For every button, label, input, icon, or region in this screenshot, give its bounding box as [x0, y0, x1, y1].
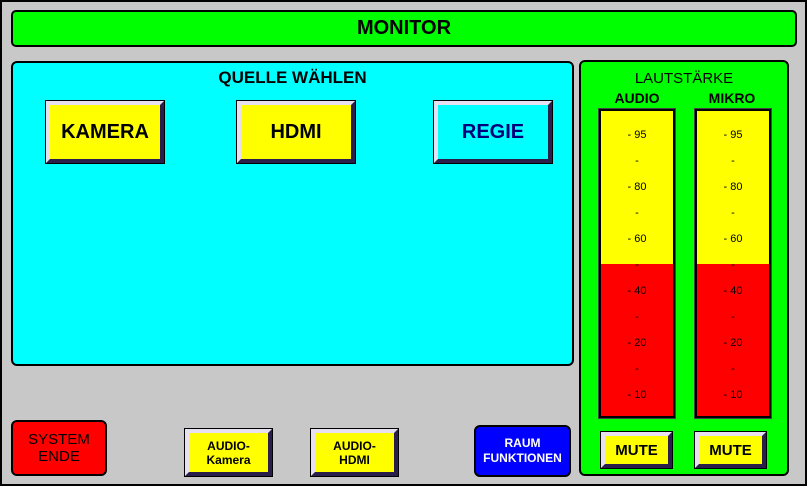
system-end-label: SYSTEM ENDE [28, 431, 90, 465]
mikro-channel-label: MIKRO [708, 90, 756, 106]
audio-hdmi-button[interactable]: AUDIO- HDMI [310, 428, 399, 477]
meter-tick-label: - 95 [723, 129, 743, 141]
meter-tick-label: - [731, 363, 735, 375]
volume-panel: LAUTSTÄRKE AUDIO MIKRO - 95-- 80-- 60-- … [579, 60, 789, 476]
meter-tick-label: - [635, 363, 639, 375]
source-heading: QUELLE WÄHLEN [218, 68, 367, 87]
meter-tick-label: - 10 [723, 389, 743, 401]
mikro-mute-button[interactable]: MUTE [694, 431, 767, 469]
source-kamera-button[interactable]: KAMERA [45, 100, 165, 164]
meter-red-zone [697, 263, 769, 416]
audio-hdmi-label: AUDIO- HDMI [333, 438, 376, 467]
meter-tick-label: - [731, 259, 735, 271]
raum-funktionen-button[interactable]: RAUM FUNKTIONEN [474, 425, 571, 477]
audio-kamera-button[interactable]: AUDIO- Kamera [184, 428, 273, 477]
meter-tick-label: - [731, 311, 735, 323]
source-hdmi-button[interactable]: HDMI [236, 100, 356, 164]
meter-tick-label: - 40 [627, 285, 647, 297]
source-regie-button[interactable]: REGIE [433, 100, 553, 164]
meter-tick-label: - 20 [723, 337, 743, 349]
meter-tick-label: - 20 [627, 337, 647, 349]
meter-yellow-zone [697, 111, 769, 264]
meter-tick-label: - [731, 155, 735, 167]
mikro-level-meter[interactable]: - 95 - - 80 - - 60 - - 40 - - 20 - - 10 [694, 108, 772, 419]
audio-level-meter[interactable]: - 95 - - 80 - - 60 - - 40 - - 20 - - 10 [598, 108, 676, 419]
raum-funktionen-label: RAUM FUNKTIONEN [483, 436, 562, 465]
page-title: MONITOR [11, 10, 797, 47]
audio-kamera-label: AUDIO- Kamera [206, 438, 251, 467]
meter-tick-label: - [731, 207, 735, 219]
meter-tick-label: - 60 [627, 233, 647, 245]
meter-tick-label: - 60 [723, 233, 743, 245]
meter-yellow-zone [601, 111, 673, 264]
meter-tick-label: - [635, 207, 639, 219]
meter-tick-label: - 95 [627, 129, 647, 141]
meter-tick-label: - 80 [723, 181, 743, 193]
audio-mute-button[interactable]: MUTE [600, 431, 673, 469]
meter-tick-label: - 40 [723, 285, 743, 297]
source-panel: QUELLE WÄHLEN KAMERA HDMI REGIE [11, 61, 574, 366]
audio-channel-label: AUDIO [614, 90, 660, 106]
meter-tick-label: - [635, 259, 639, 271]
meter-tick-label: - 80 [627, 181, 647, 193]
meter-red-zone [601, 263, 673, 416]
system-end-button[interactable]: SYSTEM ENDE [11, 420, 107, 476]
meter-tick-label: - [635, 155, 639, 167]
meter-tick-label: - 10 [627, 389, 647, 401]
volume-heading: LAUTSTÄRKE [634, 70, 734, 87]
meter-tick-label: - [635, 311, 639, 323]
